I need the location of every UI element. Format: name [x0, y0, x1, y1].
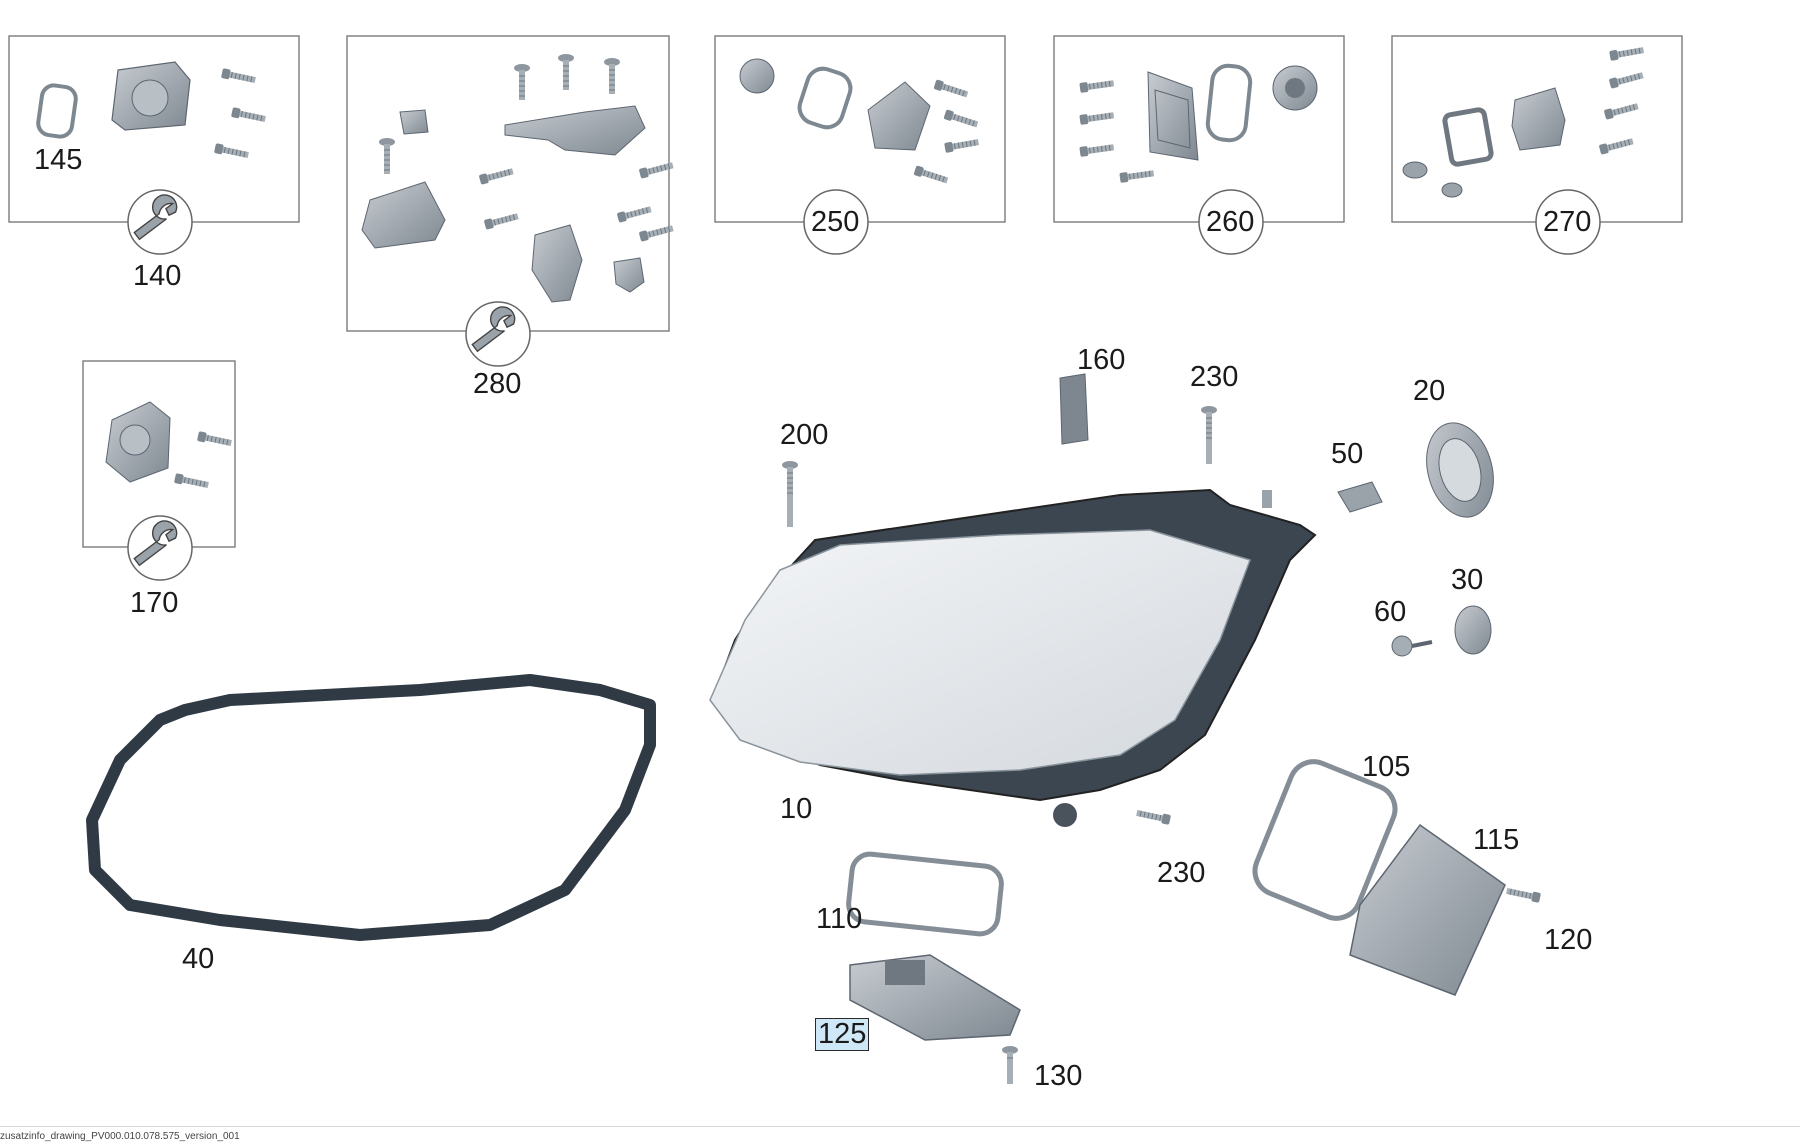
wrench-icon[interactable]	[127, 189, 193, 255]
wrench-icon[interactable]	[465, 301, 531, 367]
circle-labels	[803, 189, 1601, 255]
part-label-105[interactable]: 105	[1362, 751, 1411, 783]
part-label-280[interactable]: 280	[473, 368, 522, 400]
part-label-125-selected[interactable]: 125	[815, 1018, 870, 1051]
gasket-40	[86, 674, 656, 941]
part-label-30[interactable]: 30	[1451, 564, 1484, 596]
part-label-145[interactable]: 145	[34, 144, 83, 176]
kit-box-280	[346, 35, 675, 367]
part-label-140[interactable]: 140	[133, 260, 182, 292]
part-label-260[interactable]: 260	[1206, 206, 1255, 238]
part-label-40[interactable]: 40	[182, 943, 215, 975]
part-label-160[interactable]: 160	[1077, 344, 1126, 376]
footer-caption: zusatzinfo_drawing_PV000.010.078.575_ver…	[0, 1131, 240, 1142]
kit-box-140	[8, 35, 300, 255]
wrench-icon[interactable]	[127, 515, 193, 581]
part-label-110[interactable]: 110	[816, 903, 863, 935]
part-label-60[interactable]: 60	[1374, 596, 1407, 628]
headlamp-assembly	[709, 488, 1317, 827]
part-label-230[interactable]: 230	[1190, 361, 1239, 393]
part-label-170[interactable]: 170	[130, 587, 179, 619]
part-label-115[interactable]: 115	[1473, 824, 1520, 856]
part-label-120[interactable]: 120	[1544, 924, 1593, 956]
part-label-130[interactable]: 130	[1034, 1060, 1083, 1092]
part-label-50[interactable]: 50	[1331, 438, 1364, 470]
part-label-270[interactable]: 270	[1543, 206, 1592, 238]
kit-box-270	[1391, 35, 1683, 223]
control-units	[846, 759, 1506, 1041]
part-label-250[interactable]: 250	[811, 206, 860, 238]
small-parts	[781, 373, 1542, 1084]
part-label-230-lower[interactable]: 230	[1157, 857, 1206, 889]
part-label-200[interactable]: 200	[780, 419, 829, 451]
footer-divider	[0, 1126, 1800, 1127]
part-label-10[interactable]: 10	[780, 793, 813, 825]
kit-box-260	[1053, 35, 1345, 223]
kit-box-250	[714, 35, 1006, 223]
kit-box-170	[82, 360, 236, 581]
part-label-20[interactable]: 20	[1413, 375, 1446, 407]
